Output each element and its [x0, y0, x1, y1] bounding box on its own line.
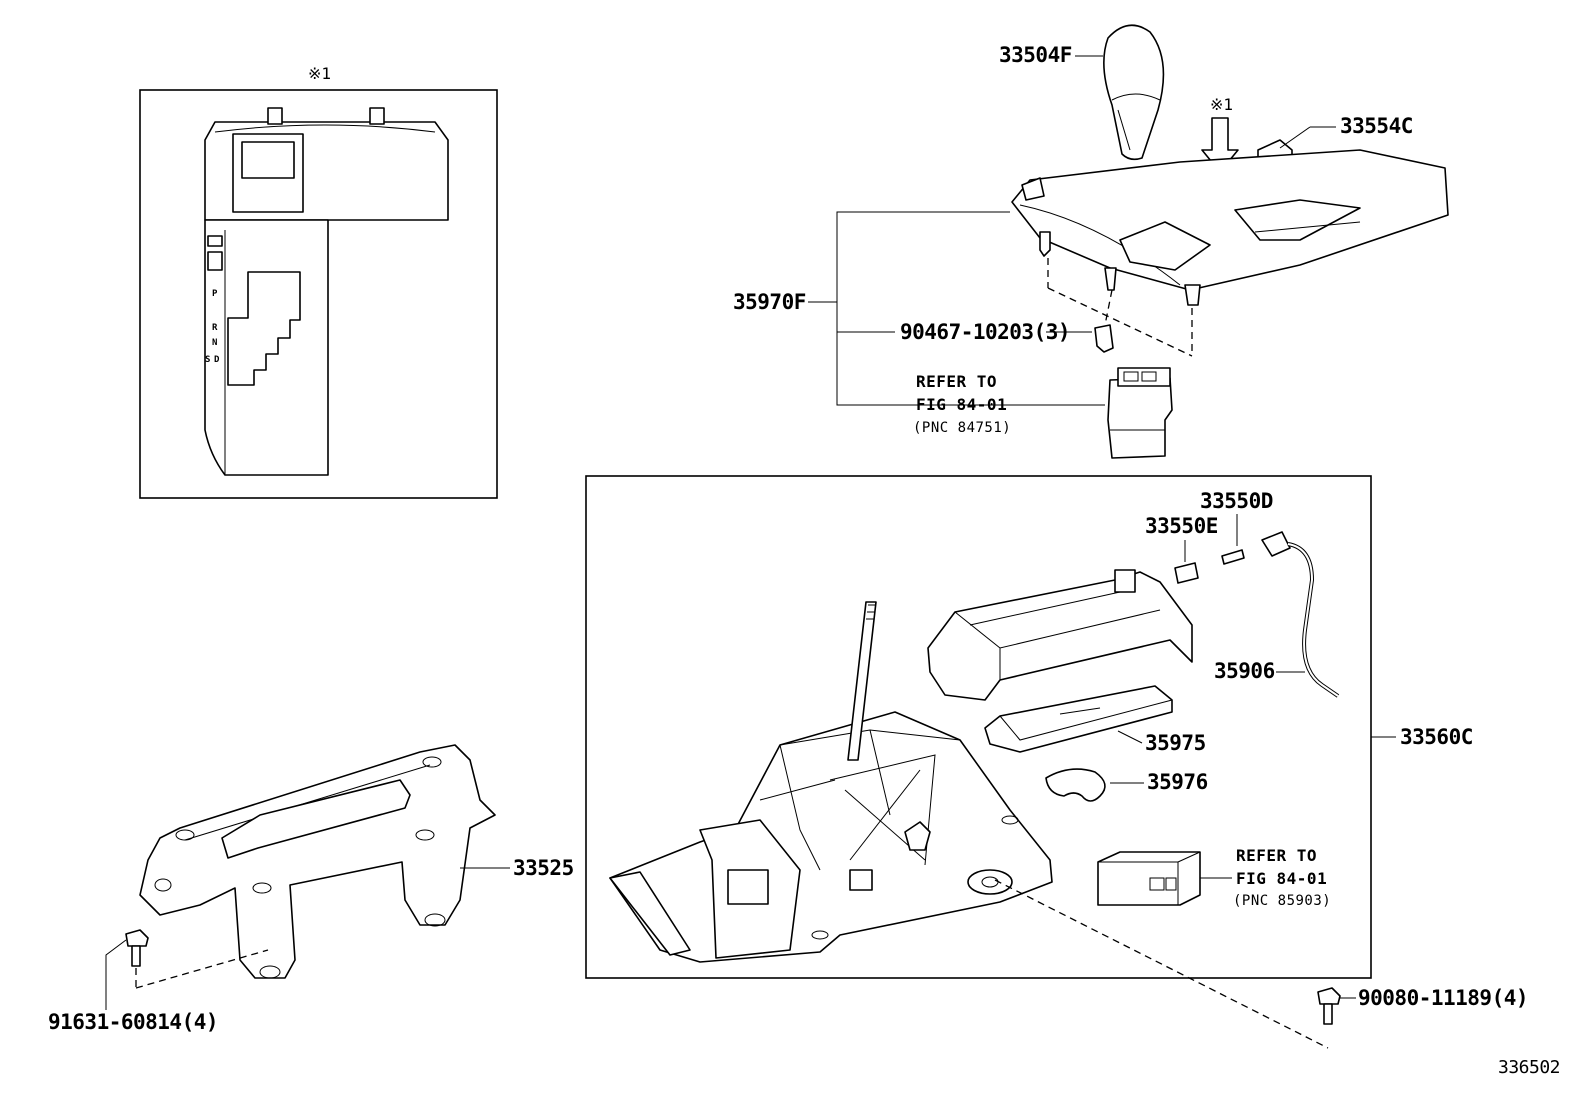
refer-upper-line1: REFER TO [916, 372, 997, 391]
refer-lower-pnc: (PNC 85903) [1233, 893, 1331, 909]
label-33550E: 33550E [1145, 514, 1218, 538]
inset-tab-left [267, 107, 283, 125]
socket-part [1221, 549, 1245, 565]
gear-d: D [214, 355, 220, 365]
refer-upper-pnc: (PNC 84751) [913, 420, 1011, 436]
label-33525: 33525 [513, 856, 574, 880]
inset-marker: ※1 [308, 64, 331, 83]
inset-icon [207, 235, 223, 247]
label-35975: 35975 [1145, 731, 1206, 755]
mounting-bracket [139, 744, 496, 979]
gear-r: R [212, 323, 218, 333]
inset-button [207, 251, 223, 271]
label-35970F: 35970F [733, 290, 806, 314]
lever-assy-box [585, 475, 1372, 979]
bracket-cutout [221, 779, 411, 859]
dash-bolt-right [994, 879, 1329, 1049]
shift-knob [1103, 24, 1165, 161]
refer-upper-line2: FIG 84-01 [916, 395, 1007, 414]
label-33560C: 33560C [1400, 725, 1473, 749]
gear-s: S [205, 355, 210, 365]
label-90467: 90467-10203(3) [900, 320, 1070, 344]
inset-gate-slot [227, 271, 301, 386]
label-35976: 35976 [1147, 770, 1208, 794]
inset-display-window [241, 141, 295, 179]
wire-harness [1261, 531, 1340, 698]
shift-housing [1011, 149, 1449, 306]
housing-gate [1234, 199, 1361, 241]
label-33504F: 33504F [999, 43, 1072, 67]
shift-lever-base [609, 601, 1053, 963]
slide-plate [984, 685, 1173, 753]
housing-opening [1119, 221, 1211, 271]
refer-lower-line1: REFER TO [1236, 846, 1317, 865]
indicator-cover [927, 569, 1193, 701]
illustration-number: 336502 [1498, 1057, 1560, 1078]
plate-small [1045, 768, 1106, 802]
gear-p: P [212, 289, 218, 299]
label-33554C: 33554C [1340, 114, 1413, 138]
bracket-35970F [836, 211, 1105, 406]
switch-unit-upper [1107, 367, 1173, 459]
clip-part [1094, 324, 1114, 353]
bulb-part [1174, 562, 1199, 584]
bolt-right [1317, 987, 1341, 1025]
inset-frame [139, 89, 498, 499]
gear-n: N [212, 338, 217, 348]
inset-tab-right [369, 107, 385, 125]
refer-lower-line2: FIG 84-01 [1236, 869, 1327, 888]
arrow-marker: ※1 [1210, 95, 1233, 114]
inset-detail: ※1 P R N D S [139, 64, 498, 499]
label-90080: 90080-11189(4) [1358, 986, 1528, 1010]
label-35906: 35906 [1214, 659, 1275, 683]
label-91631: 91631-60814(4) [48, 1010, 218, 1034]
switch-unit-lower [1097, 851, 1201, 906]
lever-rod [847, 601, 877, 761]
label-33550D: 33550D [1200, 489, 1273, 513]
bolt-left [125, 929, 149, 967]
